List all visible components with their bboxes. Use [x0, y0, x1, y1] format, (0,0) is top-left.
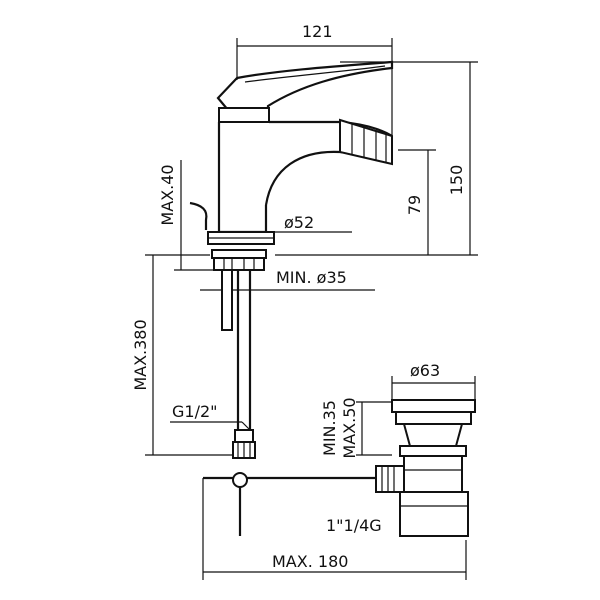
popup-drain-assembly — [203, 399, 476, 537]
dim-top-width: 121 — [302, 22, 333, 41]
dim-base-diameter: ø52 — [284, 213, 314, 232]
dim-handle-lift: MAX.40 — [158, 164, 177, 225]
dim-drain-diameter: ø63 — [410, 361, 440, 380]
dim-total-height: 150 — [447, 165, 466, 196]
dim-reach: MAX. 180 — [272, 552, 348, 571]
dim-drain-max: MAX.50 — [340, 397, 359, 458]
dim-connection-thread: G1/2" — [172, 402, 218, 421]
dim-drain-thread: 1"1/4G — [326, 516, 382, 535]
dim-spout-height: 79 — [405, 195, 424, 215]
dimension-labels: 121 150 79 MAX.40 ø52 MIN. ø35 MAX.380 G… — [131, 22, 466, 571]
dim-drain-min: MIN.35 — [320, 400, 339, 456]
dim-hole-diameter: MIN. ø35 — [276, 268, 347, 287]
faucet-body — [189, 60, 394, 459]
dim-hose-length: MAX.380 — [131, 319, 150, 390]
